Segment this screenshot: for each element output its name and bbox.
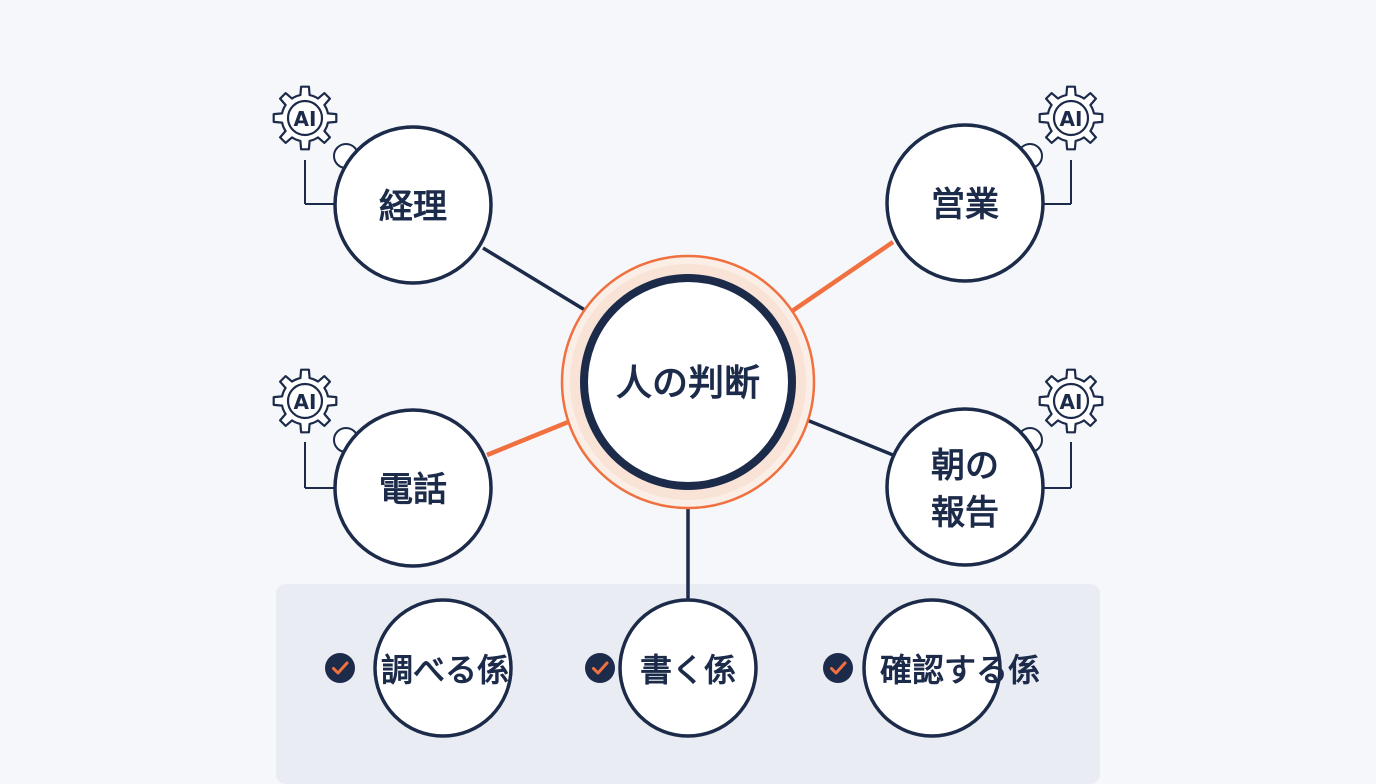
node-phone: 電話 bbox=[333, 408, 493, 568]
diagram-stage: AI AI AI AI 経理 営 bbox=[272, 85, 1104, 784]
node-accounting-label: 経理 bbox=[379, 187, 447, 227]
link-morning-report bbox=[796, 414, 894, 457]
check-icon bbox=[323, 651, 357, 685]
ai-badge-label: AI bbox=[1060, 390, 1083, 414]
role-verification bbox=[862, 598, 1002, 738]
link-sales bbox=[780, 240, 895, 320]
ai-gear-icon: AI bbox=[272, 85, 359, 205]
role-writing-label: 書く係 bbox=[640, 651, 736, 689]
ai-badge-label: AI bbox=[294, 107, 317, 131]
hub-diagram: AI AI AI AI 経理 営 bbox=[272, 85, 1104, 738]
node-phone-label: 電話 bbox=[379, 470, 447, 510]
link-accounting bbox=[482, 246, 599, 320]
role-verification-label: 確認する係 bbox=[880, 651, 1040, 689]
node-accounting: 経理 bbox=[333, 125, 493, 285]
node-morning-report: 朝の 報告 bbox=[885, 407, 1045, 567]
check-icon bbox=[583, 651, 617, 685]
link-phone bbox=[486, 413, 584, 458]
center-label: 人の判断 bbox=[616, 363, 760, 404]
role-research-label: 調べる係 bbox=[381, 651, 509, 689]
node-sales: 営業 bbox=[885, 123, 1045, 283]
ai-gear-icon: AI bbox=[1017, 368, 1104, 489]
check-icon bbox=[821, 651, 855, 685]
node-morning-report-line1: 朝の bbox=[931, 446, 999, 486]
ai-badge-label: AI bbox=[294, 390, 317, 414]
ai-gear-icon: AI bbox=[1017, 85, 1104, 205]
node-sales-label: 営業 bbox=[931, 185, 999, 225]
node-morning-report-line2: 報告 bbox=[931, 493, 999, 533]
role-writing bbox=[618, 598, 758, 738]
ai-badge-label: AI bbox=[1060, 107, 1083, 131]
role-research bbox=[373, 598, 513, 738]
ai-gear-icon: AI bbox=[272, 368, 359, 489]
center-hub: 人の判断 bbox=[560, 254, 816, 510]
